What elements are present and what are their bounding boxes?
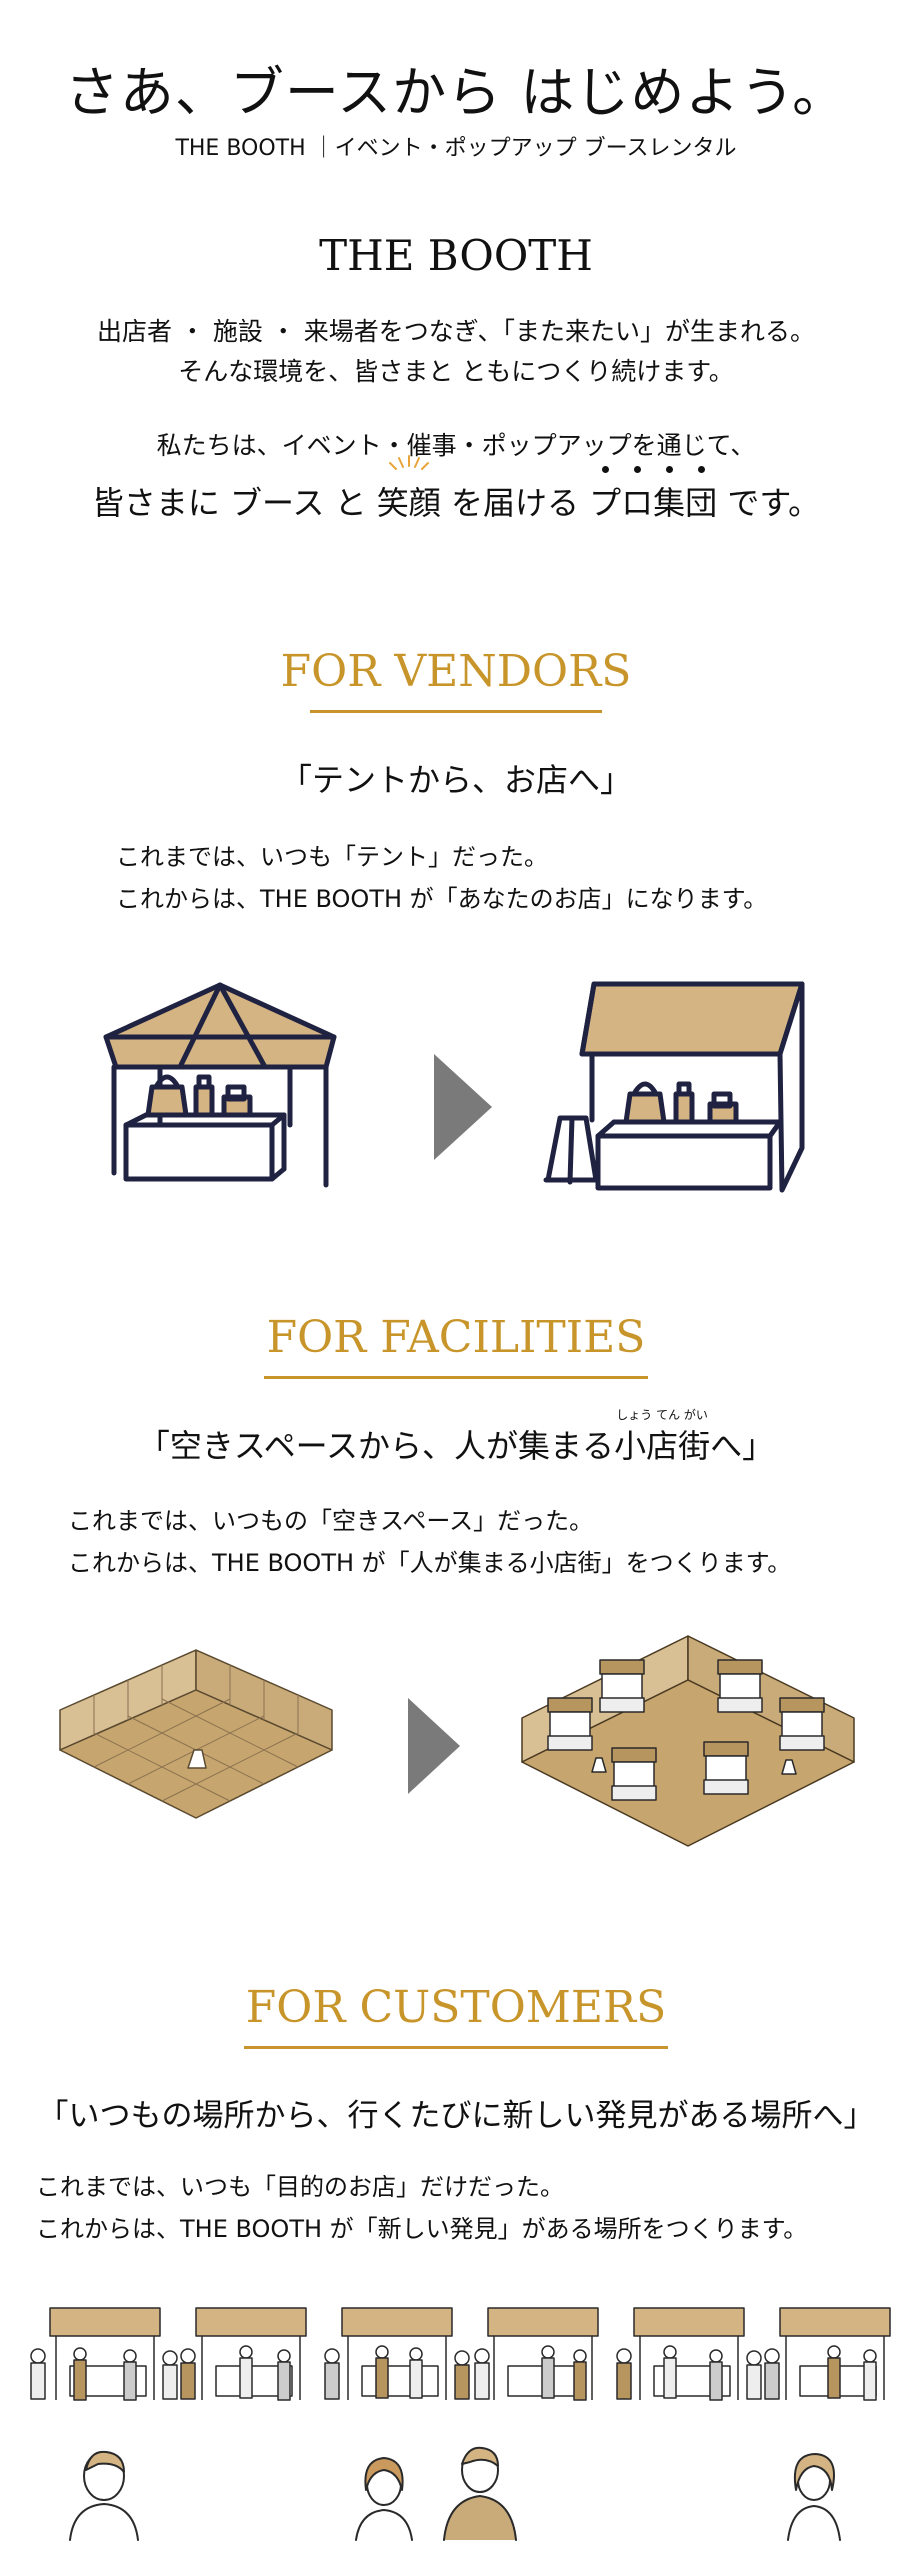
mission-smile: 笑顔 — [376, 455, 441, 526]
tent-illustration — [103, 982, 337, 1188]
vendors-line-2: これからは、THE BOOTH が「あなたのお店」になります。 — [116, 885, 768, 913]
facilities-quote-ruby-word: しょう てん がい小店街 — [614, 1408, 711, 1468]
facilities-quote-ruby-base: 小店街 — [614, 1427, 711, 1465]
facilities-line-1: これまでは、いつもの「空きスペース」だった。 — [68, 1507, 594, 1535]
sparkle-icon — [388, 455, 429, 470]
customers-quote: 「いつもの場所から、行くたびに新しい発見がある場所へ」 — [37, 2098, 875, 2134]
facilities-line-2: これからは、THE BOOTH が「人が集まる小店街」をつくります。 — [68, 1549, 792, 1577]
shop-booth-illustration — [543, 981, 805, 1193]
brand-title: THE BOOTH — [319, 231, 593, 280]
mission-part-a: 皆さまに ブース と — [91, 484, 377, 522]
mission-part-b: を届ける — [440, 484, 590, 522]
mission-pro: プロ集団 — [589, 466, 718, 526]
mission-line-1: 私たちは、イベント・催事・ポップアップを通じて、 — [156, 431, 756, 460]
facilities-quote-part-b: へ」 — [710, 1427, 775, 1465]
facilities-text: これまでは、いつもの「空きスペース」だった。 これからは、THE BOOTH が… — [68, 1500, 791, 1584]
vendors-line-1: これまでは、いつも「テント」だった。 — [116, 843, 548, 871]
visitor-4 — [787, 2453, 841, 2541]
visitor-2 — [355, 2457, 413, 2541]
facilities-heading-rule — [264, 1376, 648, 1379]
mission-pro-text: プロ集団 — [589, 484, 718, 522]
arrow-right-icon-2 — [408, 1698, 460, 1794]
vendors-text: これまでは、いつも「テント」だった。 これからは、THE BOOTH が「あなた… — [116, 836, 767, 920]
crowded-booths-illustration — [30, 2307, 891, 2401]
visitor-1 — [69, 2450, 139, 2541]
visitors-illustration — [69, 2446, 841, 2541]
customers-heading: FOR CUSTOMERS — [245, 1982, 667, 2033]
facilities-quote: 「空きスペースから、人が集まるしょう てん がい小店街へ」 — [0, 1408, 912, 1468]
intro-text: 出店者 ・ 施設 ・ 来場者をつなぎ、「また来たい」が生まれる。 そんな環境を、… — [0, 312, 912, 392]
hero-title: さあ、ブースから はじめよう。 — [64, 61, 848, 124]
customers-text: これまでは、いつも「目的のお店」だけだった。 これからは、THE BOOTH が… — [36, 2166, 807, 2250]
visitor-3 — [443, 2446, 517, 2541]
customers-heading-rule — [244, 2046, 668, 2049]
vendors-heading: FOR VENDORS — [280, 646, 632, 697]
hero-subtitle: THE BOOTH ｜イベント・ポップアップ ブースレンタル — [175, 136, 737, 161]
mission-line-2: 皆さまに ブース と 笑顔 を届ける プロ集団 です。 — [0, 455, 912, 526]
mission-smile-text: 笑顔 — [376, 484, 441, 522]
emphasis-dots — [589, 466, 717, 473]
marketplace-illustration — [521, 1635, 855, 1847]
vendors-quote: 「テントから、お店へ」 — [279, 761, 632, 799]
facilities-quote-ruby: しょう てん がい — [616, 1408, 708, 1422]
mission-part-c: です。 — [717, 484, 821, 522]
customers-line-2: これからは、THE BOOTH が「新しい発見」がある場所をつくります。 — [36, 2215, 808, 2243]
vendors-heading-rule — [310, 710, 602, 713]
facilities-quote-part-a: 「空きスペースから、人が集まる — [137, 1427, 615, 1465]
arrow-right-icon — [434, 1054, 492, 1160]
customers-line-1: これまでは、いつも「目的のお店」だけだった。 — [36, 2173, 564, 2201]
intro-line-1: 出店者 ・ 施設 ・ 来場者をつなぎ、「また来たい」が生まれる。 — [96, 317, 816, 346]
intro-line-2: そんな環境を、皆さまと ともにつくり続けます。 — [178, 357, 734, 386]
empty-space-illustration — [59, 1649, 333, 1819]
facilities-heading: FOR FACILITIES — [266, 1312, 646, 1363]
